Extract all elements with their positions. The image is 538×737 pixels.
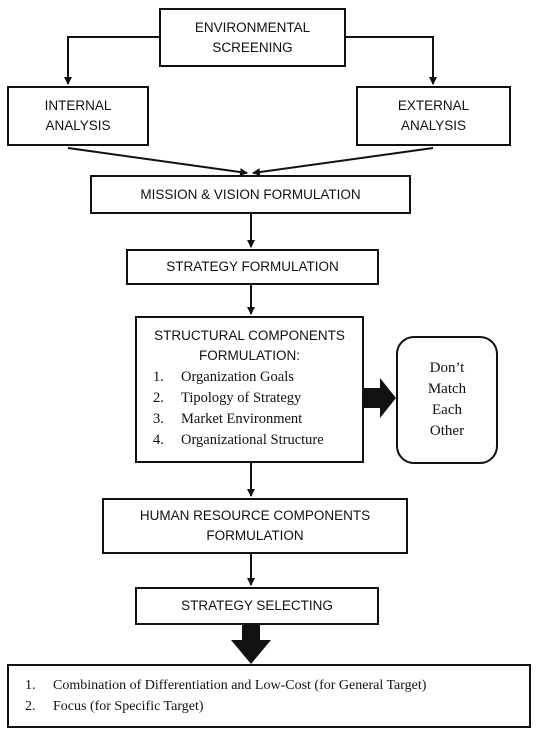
strategy-selecting-label: STRATEGY SELECTING (181, 598, 333, 613)
structural-components-title-line1: STRUCTURAL COMPONENTS (154, 328, 345, 343)
arrow-external-to-mission (252, 147, 434, 176)
dont-match-line3: Each (432, 402, 462, 418)
internal-analysis-line1: INTERNAL (44, 98, 112, 113)
strategy-selecting-box: STRATEGY SELECTING (135, 587, 379, 625)
strategy-formulation-label: STRATEGY FORMULATION (166, 259, 339, 274)
thick-arrow-to-outcomes (231, 625, 271, 664)
environmental-screening-box: ENVIRONMENTAL SCREENING (159, 8, 346, 67)
thick-arrow-to-dont-match (364, 378, 396, 418)
dont-match-line4: Other (429, 423, 465, 439)
external-analysis-box: EXTERNAL ANALYSIS (356, 86, 511, 146)
external-analysis-line1: EXTERNAL (397, 98, 470, 113)
arrow-env-to-external (345, 36, 437, 85)
external-analysis-line2: ANALYSIS (400, 118, 467, 133)
human-resource-line1: HUMAN RESOURCE COMPONENTS (139, 508, 371, 523)
list-item: 4.Organizational Structure (153, 432, 324, 448)
structural-components-list: 1.Organization Goals 2.Tipology of Strat… (153, 367, 324, 451)
internal-analysis-box: INTERNAL ANALYSIS (7, 86, 149, 146)
human-resource-box: HUMAN RESOURCE COMPONENTS FORMULATION (102, 498, 408, 554)
structural-components-box: STRUCTURAL COMPONENTS FORMULATION: 1.Org… (135, 316, 364, 463)
internal-analysis-line2: ANALYSIS (45, 118, 111, 133)
dont-match-line1: Don’t (429, 360, 465, 376)
list-item: 3.Market Environment (153, 411, 303, 427)
dont-match-line2: Match (427, 381, 467, 397)
human-resource-line2: FORMULATION (206, 528, 304, 543)
dont-match-box: Don’t Match Each Other (396, 336, 498, 464)
list-item: 2.Tipology of Strategy (153, 390, 302, 406)
environmental-screening-line2: SCREENING (212, 39, 293, 55)
list-item: 1.Combination of Differentiation and Low… (25, 678, 427, 693)
arrow-internal-to-mission (67, 147, 248, 176)
outcomes-list: 1.Combination of Differentiation and Low… (25, 675, 426, 717)
list-item: 2.Focus (for Specific Target) (25, 699, 204, 714)
outcomes-box: 1.Combination of Differentiation and Low… (7, 664, 531, 728)
strategy-formulation-box: STRATEGY FORMULATION (126, 249, 379, 285)
arrow-env-to-internal (64, 36, 160, 85)
mission-vision-box: MISSION & VISION FORMULATION (90, 175, 411, 214)
mission-vision-label: MISSION & VISION FORMULATION (140, 186, 361, 202)
environmental-screening-line1: ENVIRONMENTAL (194, 19, 311, 35)
list-item: 1.Organization Goals (153, 369, 294, 385)
structural-components-title-line2: FORMULATION: (199, 348, 300, 363)
